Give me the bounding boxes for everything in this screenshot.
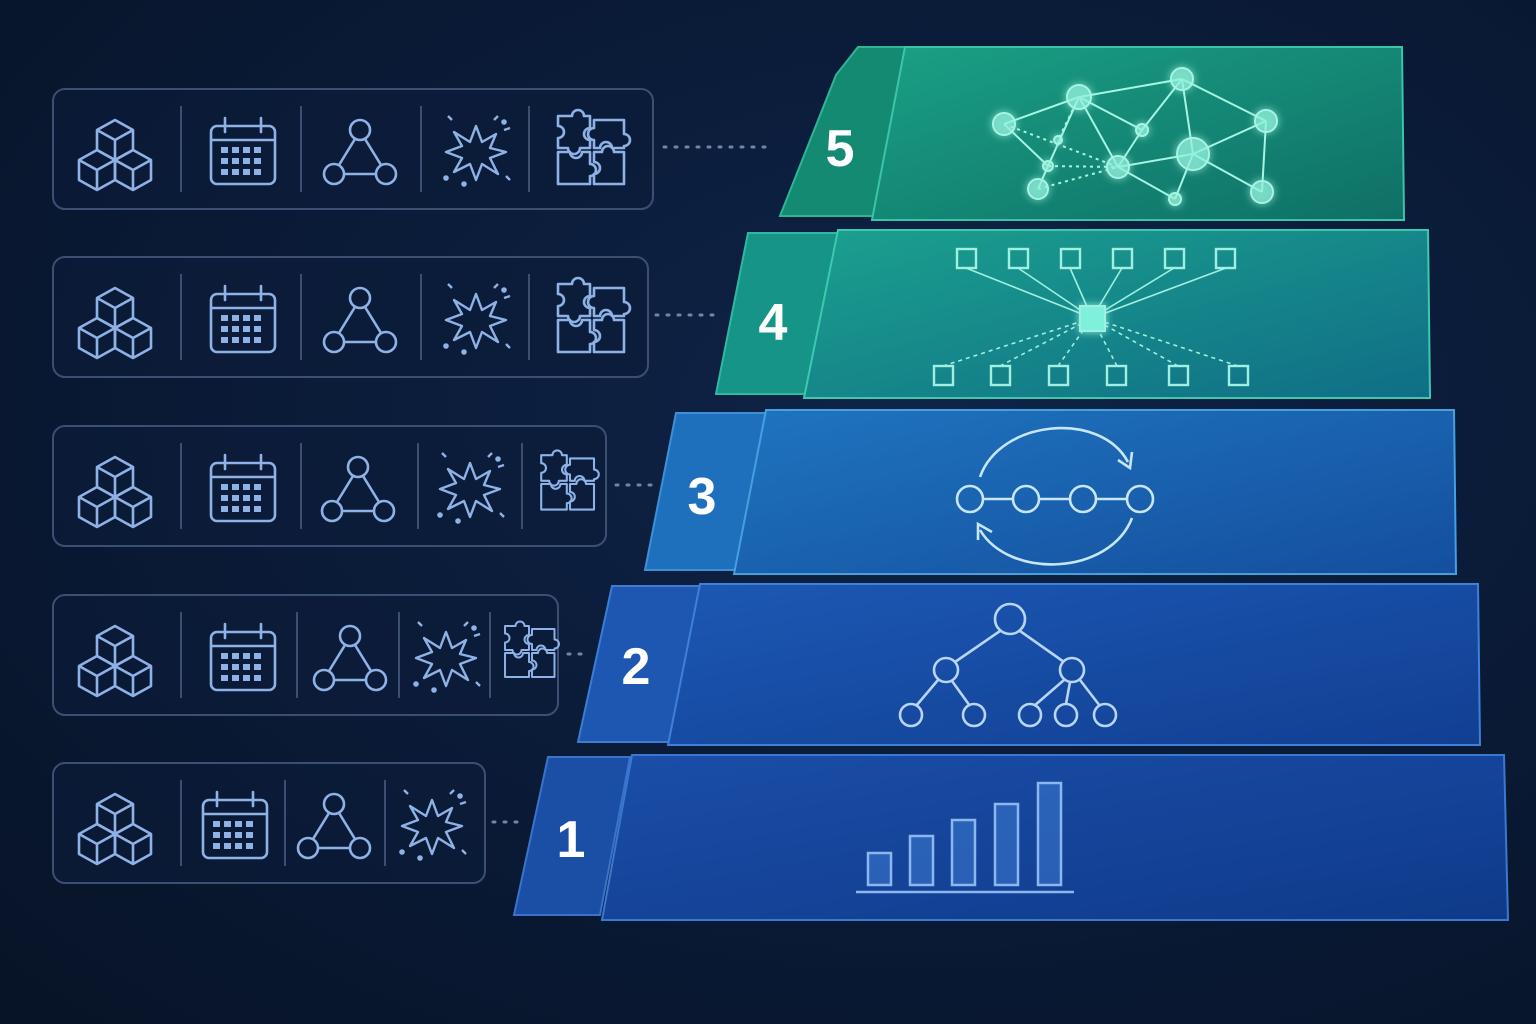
level-2-icon-panel (52, 594, 592, 716)
step-level-4: 4 (714, 229, 1432, 399)
level-number-4: 4 (759, 294, 788, 352)
level-number-5: 5 (826, 120, 855, 178)
step-level-1: 1 (512, 754, 1510, 921)
network-graph-icon (992, 67, 1278, 206)
step-level-3: 3 (643, 409, 1458, 575)
level-1-icon-panel (52, 762, 527, 884)
level-5-icon-panel (52, 88, 772, 210)
bar-chart-icon (856, 781, 1074, 894)
cycle-chain-icon (955, 426, 1155, 566)
level-4-icon-panel (52, 256, 716, 378)
level-number-1: 1 (557, 811, 586, 869)
step-level-5: 5 (778, 46, 1406, 221)
level-number-3: 3 (688, 468, 717, 526)
level-number-2: 2 (622, 638, 651, 696)
level-3-icon-panel (52, 425, 662, 547)
hub-spoke-icon (932, 247, 1250, 387)
tree-hierarchy-icon (898, 602, 1118, 728)
step-level-2: 2 (576, 583, 1482, 746)
